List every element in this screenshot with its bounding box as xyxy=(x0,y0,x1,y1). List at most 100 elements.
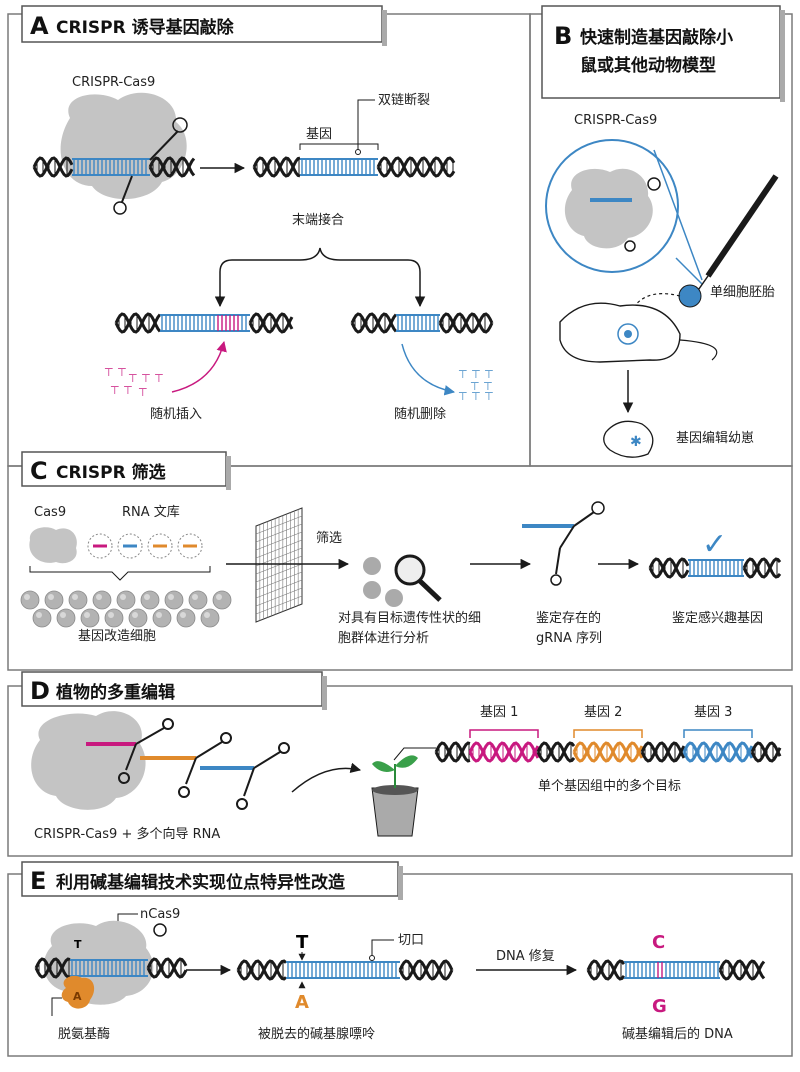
deaminated-label: 被脱去的碱基腺嘌呤 xyxy=(258,1026,375,1042)
header-c: C CRISPR 筛选 xyxy=(21,451,231,490)
injection-path xyxy=(626,293,681,319)
panel-b-title-line2: 鼠或其他动物模型 xyxy=(580,55,716,76)
identify-line2: gRNA 序列 xyxy=(536,631,602,646)
panel-d-letter: D xyxy=(30,677,50,705)
magnifier-icon xyxy=(394,554,426,586)
grna-scaffold-c xyxy=(555,511,595,575)
syringe xyxy=(705,174,779,278)
plant-pointer xyxy=(393,747,436,761)
gene3-label: 基因 3 xyxy=(694,705,732,720)
plant-pot xyxy=(371,787,419,837)
nick-label: 切口 xyxy=(398,933,424,948)
grna-loop-c2-icon xyxy=(550,574,562,586)
cas9-protein-blob xyxy=(60,92,187,200)
guide-rna-loop-icon xyxy=(172,117,188,133)
panel-a-content: CRISPR-Cas9 双链断裂 基因 末端接合 ⊤ ⊤⊤ ⊤ ⊤ ⊤ ⊤⊤ ⊤… xyxy=(32,75,494,422)
gene-bracket-a xyxy=(299,143,379,150)
gene2-bracket xyxy=(573,729,643,738)
cas9-blob-d xyxy=(31,711,146,810)
panel-c-title: CRISPR 筛选 xyxy=(56,462,166,483)
grna-loop-c-icon xyxy=(591,501,605,515)
header-e: E 利用碱基编辑技术实现位点特异性改造 xyxy=(21,861,403,900)
analysis-line2: 胞群体进行分析 xyxy=(338,631,429,646)
panel-e-content: nCas9 T A 脱氨基酶 T 切口 A 被脱去的碱基腺嘌呤 DNA 修复 C… xyxy=(34,907,766,1042)
svg-text:⊤ ⊤ ⊤: ⊤ ⊤ ⊤ xyxy=(458,368,494,381)
plant-leaf-icon xyxy=(372,755,418,772)
plant-soil xyxy=(372,785,418,795)
guide-rna-label: CRISPR-Cas9 + 多个向导 RNA xyxy=(34,826,220,842)
magnifier-cone xyxy=(653,149,703,285)
rna-library-icons xyxy=(87,533,203,559)
panel-b-title-line1: 快速制造基因敲除小 xyxy=(580,27,733,48)
guide-rna-stem2 xyxy=(121,175,133,203)
cas9-blob-c xyxy=(29,527,77,564)
dsb-pointer xyxy=(357,99,375,150)
base-a-1: A xyxy=(73,990,82,1003)
branch-arrows xyxy=(219,247,421,300)
base-t-1: T xyxy=(74,938,82,951)
repair-label: DNA 修复 xyxy=(496,949,555,964)
gene1-bracket xyxy=(469,729,539,738)
guide-rna-stem xyxy=(149,130,179,161)
cells-label: 基因改造细胞 xyxy=(78,629,156,644)
dna-a1 xyxy=(32,156,196,178)
selected-cells xyxy=(363,557,403,607)
gene1-label: 基因 1 xyxy=(480,705,518,720)
mouse-target-icon xyxy=(617,323,639,345)
gene3-bracket xyxy=(683,729,753,738)
panel-c-content: Cas9 RNA 文库 基因改造细胞 筛选 对具有目标遗传性状的细 胞群体进行分… xyxy=(20,501,782,646)
insert-arrow xyxy=(171,340,227,393)
pup-mark-icon: ✱ xyxy=(630,434,642,450)
arrow-d xyxy=(291,762,362,793)
nick-pointer xyxy=(371,939,394,956)
ncas9-loop-icon xyxy=(153,923,167,937)
base-a-2: A xyxy=(295,992,309,1013)
panel-d-frame xyxy=(7,685,793,857)
header-b: B 快速制造基因敲除小 鼠或其他动物模型 xyxy=(541,5,785,102)
cas9-label-c: Cas9 xyxy=(34,505,66,520)
guide-scaffolds-d xyxy=(118,718,290,810)
panel-a-title: CRISPR 诱导基因敲除 xyxy=(56,17,235,38)
panel-a-letter: A xyxy=(30,12,49,40)
guide-rnas-d xyxy=(86,742,254,770)
analysis-line1: 对具有目标遗传性状的细 xyxy=(338,610,481,626)
guide-loop-b-icon xyxy=(647,177,661,191)
panel-e-title: 利用碱基编辑技术实现位点特异性改造 xyxy=(56,872,346,893)
random-nucleotides-blue: ⊤ ⊤ ⊤⊤ ⊤ ⊤ ⊤ ⊤ xyxy=(458,368,494,403)
screen-label: 筛选 xyxy=(316,531,342,546)
random-delete-label: 随机删除 xyxy=(394,407,446,422)
panel-b-content: CRISPR-Cas9 单细胞胚胎 ✱ 基因编辑幼崽 xyxy=(545,113,779,458)
header-d: D 植物的多重编辑 xyxy=(21,671,327,710)
multi-target-label: 单个基因组中的多个目标 xyxy=(538,778,681,794)
engineered-cells xyxy=(20,590,232,628)
guide-rna-loop2-icon xyxy=(113,201,127,215)
edited-label: 碱基编辑后的 DNA xyxy=(622,1026,733,1042)
cas9-blob-b xyxy=(564,168,653,249)
delete-arrow xyxy=(401,343,456,396)
crispr-cas9-label: CRISPR-Cas9 xyxy=(72,75,155,90)
pup-label: 基因编辑幼崽 xyxy=(676,431,754,446)
base-c: C xyxy=(652,932,665,953)
dna-a4-delete xyxy=(350,312,494,334)
pup-icon xyxy=(603,420,654,458)
merge-bracket xyxy=(29,566,211,581)
base-t-2: T xyxy=(296,932,309,953)
svg-text:⊤ ⊤: ⊤ ⊤ xyxy=(104,366,127,379)
embryo-label: 单细胞胚胎 xyxy=(710,285,775,300)
deaminase-label: 脱氨基酶 xyxy=(58,1026,110,1042)
svg-text:⊤ ⊤: ⊤ ⊤ xyxy=(470,380,493,393)
mouse-tail xyxy=(679,339,718,361)
panel-d-title: 植物的多重编辑 xyxy=(56,682,175,703)
dna-c xyxy=(648,557,782,579)
gene-identify-label: 鉴定感兴趣基因 xyxy=(672,610,763,626)
svg-text:⊤: ⊤ xyxy=(138,386,148,399)
dsb-label: 双链断裂 xyxy=(378,93,430,108)
gene-label-a: 基因 xyxy=(306,127,332,142)
dna-e3 xyxy=(586,959,766,981)
deaminase-pointer xyxy=(51,997,62,1016)
random-insert-label: 随机插入 xyxy=(150,407,202,422)
dna-d xyxy=(434,741,782,763)
dna-e1 xyxy=(34,957,188,979)
panel-c-letter: C xyxy=(30,457,48,485)
